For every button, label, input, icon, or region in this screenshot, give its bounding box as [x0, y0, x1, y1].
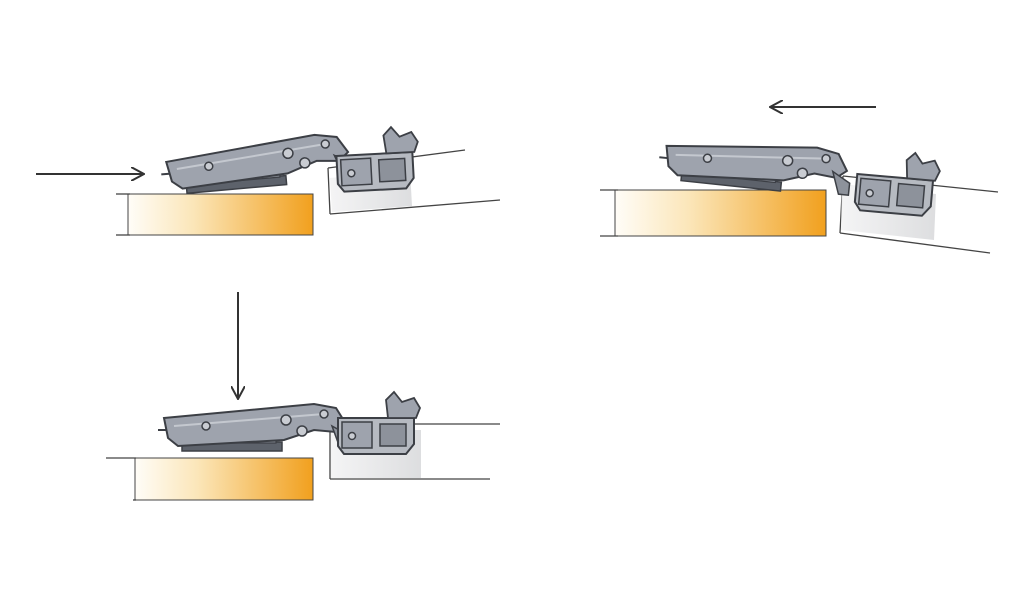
- cabinet-panel: [134, 457, 314, 501]
- cabinet-panel: [127, 193, 314, 236]
- hinge-cup: [337, 391, 421, 455]
- cabinet-panel: [614, 189, 827, 237]
- figure-step-3: [600, 107, 999, 254]
- hinge-arm: [656, 130, 854, 200]
- figure-step-2: [106, 292, 500, 501]
- hinge-cup: [853, 147, 943, 218]
- hinge-arm: [158, 130, 356, 197]
- hinge-arm: [157, 403, 351, 452]
- hinge-cup: [334, 124, 422, 193]
- figure-step-1: [36, 124, 501, 236]
